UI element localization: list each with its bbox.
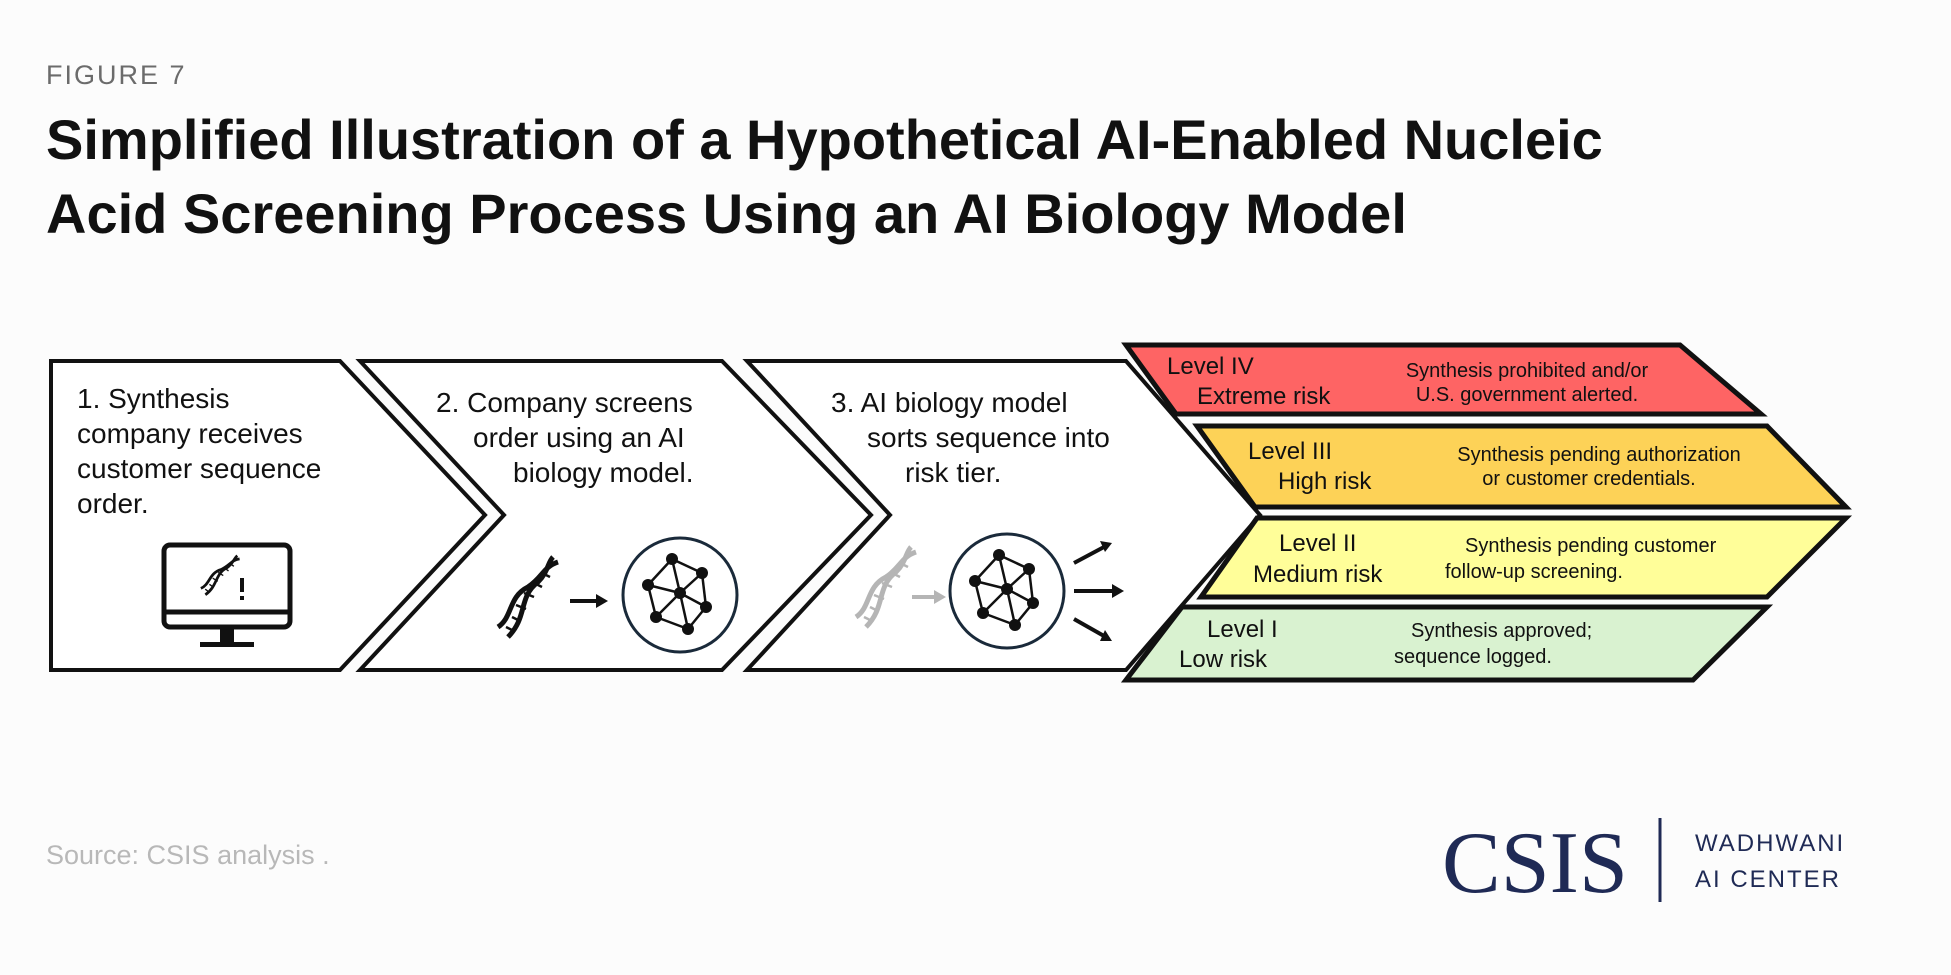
svg-text:Extreme risk: Extreme risk [1197,383,1331,410]
risk-level-ii: Level II Medium risk Synthesis pending c… [1196,515,1853,600]
step-1-text: 1. Synthesis company receives customer s… [77,383,329,519]
risk-description: Synthesis approved;sequence logged. [1394,620,1592,668]
svg-text:Level III: Level III [1248,438,1332,465]
csis-logo: CSIS WADHWANI AI CENTER [1442,815,1845,912]
source-note: Source: CSIS analysis . [46,840,330,870]
step-3-box [742,359,1263,672]
risk-level-i: Level I Low risk Synthesis approved;sequ… [1120,604,1774,683]
arrow-right-faded-icon [912,590,946,604]
svg-text:AI CENTER: AI CENTER [1695,866,1841,893]
svg-text:High risk: High risk [1278,468,1372,495]
svg-text:Low risk: Low risk [1179,646,1268,673]
svg-text:Level II: Level II [1279,530,1356,557]
svg-text:Level I: Level I [1207,616,1278,643]
svg-text:Level IV: Level IV [1167,353,1254,380]
svg-text:Medium risk: Medium risk [1253,561,1383,588]
svg-text:WADHWANI: WADHWANI [1695,830,1845,857]
risk-level-iv: Level IV Extreme risk Synthesis prohibit… [1121,342,1768,417]
figure-label: FIGURE 7 [46,60,187,90]
sorting-arrows-icon [1073,541,1124,641]
risk-level-iii: Level III High risk Synthesis pending au… [1192,423,1852,510]
title-line-1: Simplified Illustration of a Hypothetica… [46,108,1603,171]
step-1-box [49,359,488,672]
monitor-dna-alert-icon [161,542,293,647]
step-2-box [355,359,874,672]
step-2-text: 2. Company screens order using an AI bio… [436,387,701,488]
arrow-right-icon [570,594,608,608]
step-3-text: 3. AI biology model sorts sequence into … [831,387,1118,488]
title-line-2: Acid Screening Process Using an AI Biolo… [46,182,1407,245]
svg-text:CSIS: CSIS [1442,815,1628,912]
